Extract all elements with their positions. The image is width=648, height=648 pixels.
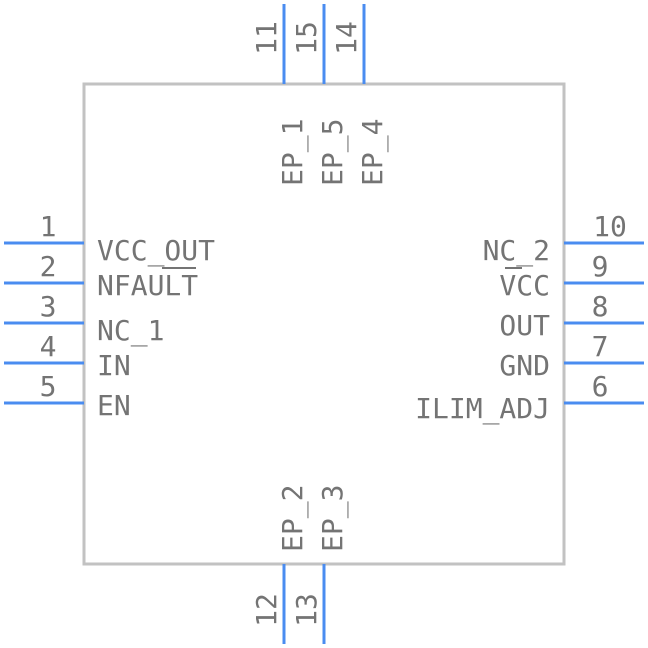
pin-14-label: EP_4 <box>356 119 390 186</box>
pin-13-label: EP_3 <box>316 485 350 552</box>
pin-12-number: 12 <box>250 593 283 627</box>
pin-11-number: 11 <box>250 21 283 55</box>
pin-14-number: 14 <box>330 21 363 55</box>
pin-6-label: ILIM_ADJ <box>415 392 550 426</box>
pin-9-number: 9 <box>592 250 609 283</box>
pin-9-label: VCC <box>499 269 550 302</box>
pin-4-number: 4 <box>40 330 57 363</box>
pin-2-number: 2 <box>40 250 57 283</box>
pin-5-number: 5 <box>40 370 57 403</box>
pin-8-label: OUT <box>499 309 550 342</box>
component-body <box>82 82 566 566</box>
pin-5-label: EN <box>97 389 131 422</box>
pin-10-label: NC_2 <box>483 234 550 268</box>
pin-3-number: 3 <box>40 290 57 323</box>
pin-1-number: 1 <box>40 210 57 243</box>
pin-7-label: GND <box>499 349 550 382</box>
pin-4-label: IN <box>97 349 131 382</box>
pin-15-number: 15 <box>290 21 323 55</box>
pin-2-label: NFAULT <box>97 269 198 302</box>
pin-3-label: NC_1 <box>97 314 164 348</box>
pin-11-label: EP_1 <box>276 119 310 186</box>
pin-13-number: 13 <box>290 593 323 627</box>
pin-7-number: 7 <box>592 330 609 363</box>
pin-10-number: 10 <box>593 210 627 243</box>
pin-6-number: 6 <box>592 370 609 403</box>
pin-8-number: 8 <box>592 290 609 323</box>
pin-12-label: EP_2 <box>276 485 310 552</box>
pin-1-label: VCC_OUT <box>97 234 215 268</box>
pin-15-label: EP_5 <box>316 119 350 186</box>
